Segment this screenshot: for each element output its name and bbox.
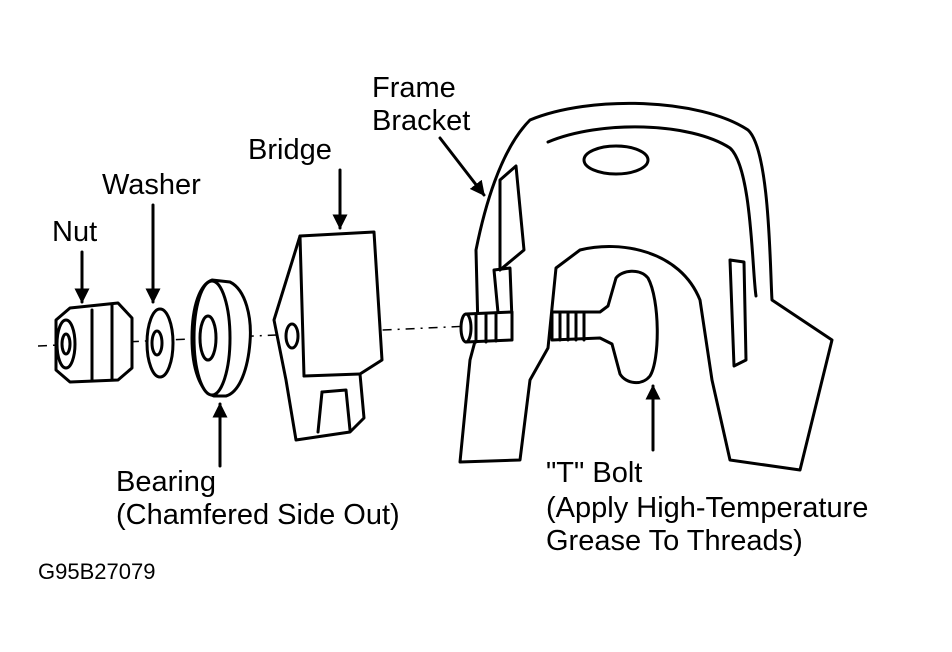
t-bolt-label-line3: Grease To Threads) (546, 525, 803, 557)
bearing-label-line2: (Chamfered Side Out) (116, 499, 400, 531)
frame-bracket-arrow (438, 136, 486, 197)
nut-label: Nut (52, 216, 98, 248)
t-bolt-part (459, 269, 659, 384)
t-bolt-label-line2: (Apply High-Temperature (546, 492, 869, 524)
frame-bracket-part (458, 101, 834, 472)
figure-code: G95B27079 (38, 559, 156, 584)
frame-bracket-label-line2: Bracket (372, 105, 471, 137)
bearing-label-line1: Bearing (116, 466, 216, 498)
t-bolt-label-line1: "T" Bolt (546, 457, 643, 489)
bridge-label: Bridge (248, 134, 332, 166)
washer-part (145, 307, 175, 379)
bearing-part (190, 278, 252, 398)
bridge-part (272, 230, 384, 442)
nut-part (54, 301, 134, 384)
washer-label: Washer (102, 169, 201, 201)
frame-bracket-label-line1: Frame (372, 72, 456, 104)
